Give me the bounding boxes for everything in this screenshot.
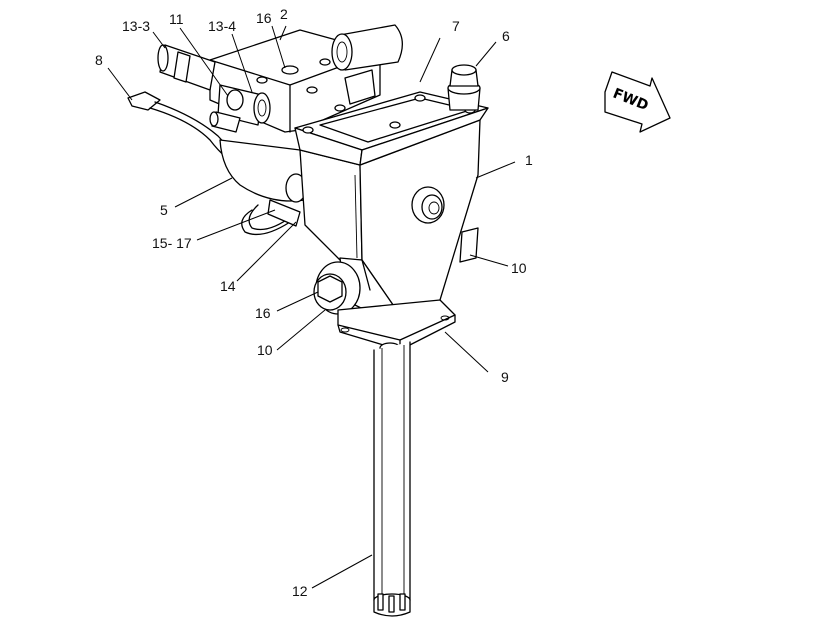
callout-2: 2 [280,6,288,22]
callout-11: 11 [169,11,184,27]
callout-6: 6 [502,28,510,44]
leader-lines [107,25,516,589]
callout-13-3: 13-3 [122,18,150,34]
callout-7: 7 [452,18,460,34]
callout-16-left: 16 [255,305,271,321]
side-housing [219,139,307,227]
callout-8: 8 [95,52,103,68]
callout-9: 9 [501,369,509,385]
breather-cap [447,64,481,111]
top-cover [294,69,489,166]
callout-16-top: 16 [256,10,272,26]
drain-plug [313,261,361,315]
callout-10-left: 10 [257,342,273,358]
callout-12: 12 [292,583,308,599]
rear-cylinder [331,24,403,71]
callout-15-17: 15- 17 [152,235,192,251]
forward-arrow-icon: FWD [604,71,671,133]
suction-tube [373,341,411,617]
callout-5: 5 [160,202,168,218]
callout-10-right: 10 [511,260,527,276]
right-bracket [459,227,479,263]
callout-14: 14 [220,278,236,294]
solenoid-assembly [157,44,271,133]
callout-13-4: 13-4 [208,18,236,34]
callout-1: 1 [525,152,533,168]
